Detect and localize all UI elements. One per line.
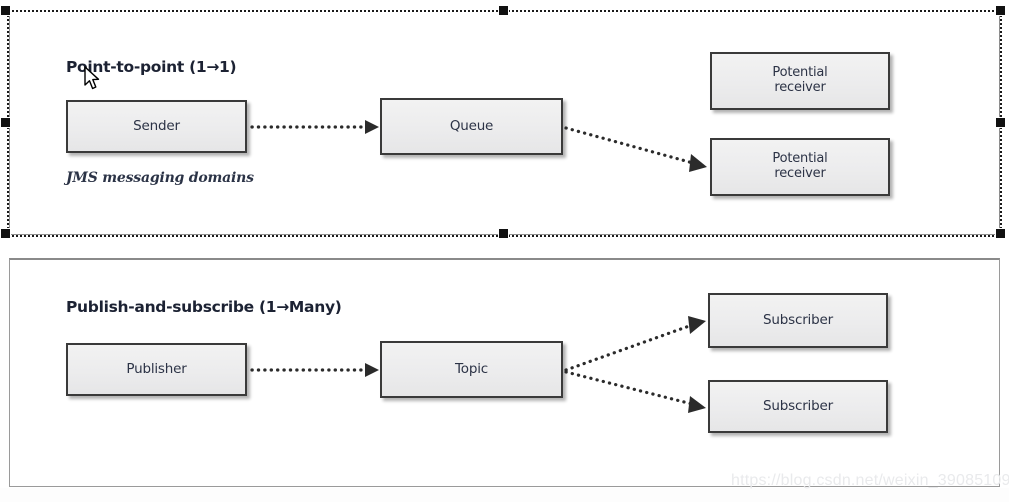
node-queue-label: Queue <box>449 117 494 134</box>
selection-handle-bottom-center[interactable] <box>498 228 509 239</box>
receiver-1-line1: Potential <box>772 65 828 81</box>
watermark-text: https://blog.csdn.net/weixin_39085109 <box>731 472 1009 489</box>
selection-handle-top-center[interactable] <box>498 5 509 16</box>
heading-publish-and-subscribe: Publish-and-subscribe (1→Many) <box>66 298 342 316</box>
bottom-strip <box>0 488 1009 502</box>
selection-handle-middle-left[interactable] <box>0 117 11 128</box>
selection-handle-bottom-right[interactable] <box>995 228 1006 239</box>
node-sender[interactable]: Sender <box>66 100 247 153</box>
node-potential-receiver-2[interactable]: Potential receiver <box>710 138 890 196</box>
node-subscriber-1-label: Subscriber <box>763 311 833 328</box>
receiver-1-line2: receiver <box>774 80 826 95</box>
caption-jms-messaging-domains: JMS messaging domains <box>66 170 254 186</box>
node-publisher[interactable]: Publisher <box>66 343 247 396</box>
node-queue[interactable]: Queue <box>380 98 563 155</box>
selection-handle-top-right[interactable] <box>995 5 1006 16</box>
node-sender-label: Sender <box>133 117 180 134</box>
node-topic-label: Topic <box>455 360 488 377</box>
node-potential-receiver-1-label: Potential receiver <box>772 66 827 95</box>
selection-handle-bottom-left[interactable] <box>0 228 11 239</box>
receiver-2-line2: receiver <box>774 166 826 181</box>
node-subscriber-2[interactable]: Subscriber <box>708 380 888 433</box>
heading-point-to-point: Point-to-point (1→1) <box>66 58 237 76</box>
selection-handle-top-left[interactable] <box>0 5 11 16</box>
selection-handle-middle-right[interactable] <box>995 117 1006 128</box>
node-subscriber-2-label: Subscriber <box>763 397 833 414</box>
node-potential-receiver-2-label: Potential receiver <box>772 152 827 181</box>
node-topic[interactable]: Topic <box>380 341 563 398</box>
node-publisher-label: Publisher <box>126 360 187 377</box>
mouse-pointer-icon <box>84 66 100 90</box>
node-potential-receiver-1[interactable]: Potential receiver <box>710 52 890 110</box>
node-subscriber-1[interactable]: Subscriber <box>708 293 888 348</box>
receiver-2-line1: Potential <box>772 151 828 167</box>
